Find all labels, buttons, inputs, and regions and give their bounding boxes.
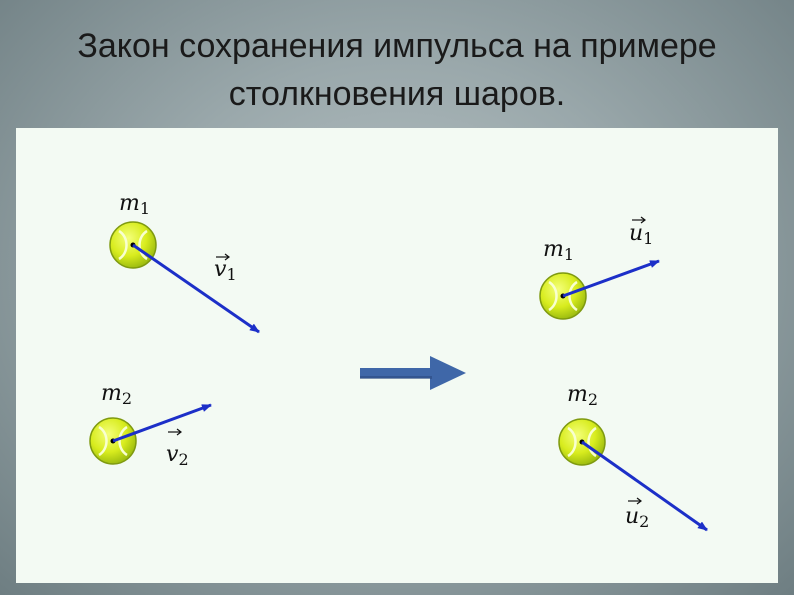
after-velocity-1-label: u1 [629,216,653,248]
after-mass-1-label: m1 [543,237,574,264]
title-line-1: Закон сохранения импульса на примере [77,27,717,65]
transition-arrow [360,356,466,390]
before-velocity-2-vector [112,403,212,443]
svg-text:v2: v2 [166,442,189,469]
title-line-2: столкновения шаров. [228,75,566,113]
before-velocity-2-label: v2 [166,428,189,469]
after-velocity-2-vector [581,440,708,532]
after-mass-2-label: m2 [567,382,598,409]
diagram-panel: m1 v1 m2 v2 m1 [16,128,778,583]
svg-text:u1: u1 [629,221,653,248]
after-velocity-2-label: u2 [625,497,649,531]
before-mass-2-label: m2 [101,381,132,408]
slide-title: Закон сохранения импульса на примере сто… [0,22,794,118]
before-velocity-1-label: v1 [214,253,237,284]
before-mass-1-label: m1 [119,191,150,218]
svg-text:v1: v1 [214,257,237,284]
before-velocity-1-vector [132,243,260,334]
after-velocity-1-vector [562,259,660,298]
collision-diagram: m1 v1 m2 v2 m1 [88,191,708,532]
svg-text:u2: u2 [625,504,649,531]
